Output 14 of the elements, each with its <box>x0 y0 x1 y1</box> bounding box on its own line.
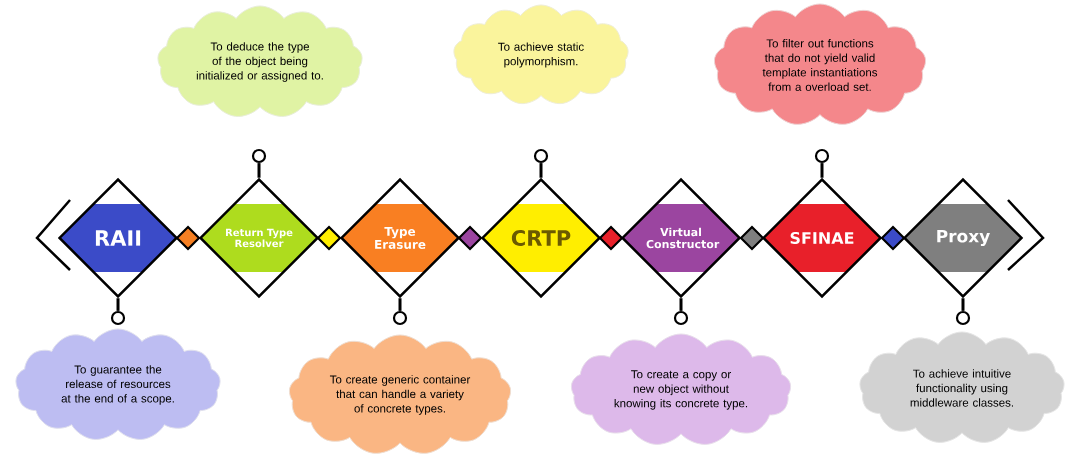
pin-line <box>257 163 261 178</box>
pin-line <box>679 298 683 311</box>
thought-cloud: To create generic container that can handle a variety of concrete types. <box>288 334 512 454</box>
pin-line <box>539 163 543 178</box>
thought-cloud: To deduce the type of the object being initialized or assigned to. <box>157 5 363 117</box>
pin-line <box>820 163 824 178</box>
pin-line <box>398 298 402 311</box>
thought-cloud: To achieve intuitive functionality using middleware classes. <box>859 331 1065 443</box>
thought-cloud: To guarantee the release of resources at the end of a scope. <box>15 328 221 440</box>
thought-cloud: To create a copy or new object without knowing its concrete type. <box>570 333 792 445</box>
thought-cloud: To filter out functions that do not yield valid template instantiations from a overload set. <box>713 3 927 125</box>
pin-line <box>961 298 965 311</box>
pin-line <box>116 298 120 311</box>
thought-cloud: To achieve static polymorphism. <box>453 4 629 105</box>
